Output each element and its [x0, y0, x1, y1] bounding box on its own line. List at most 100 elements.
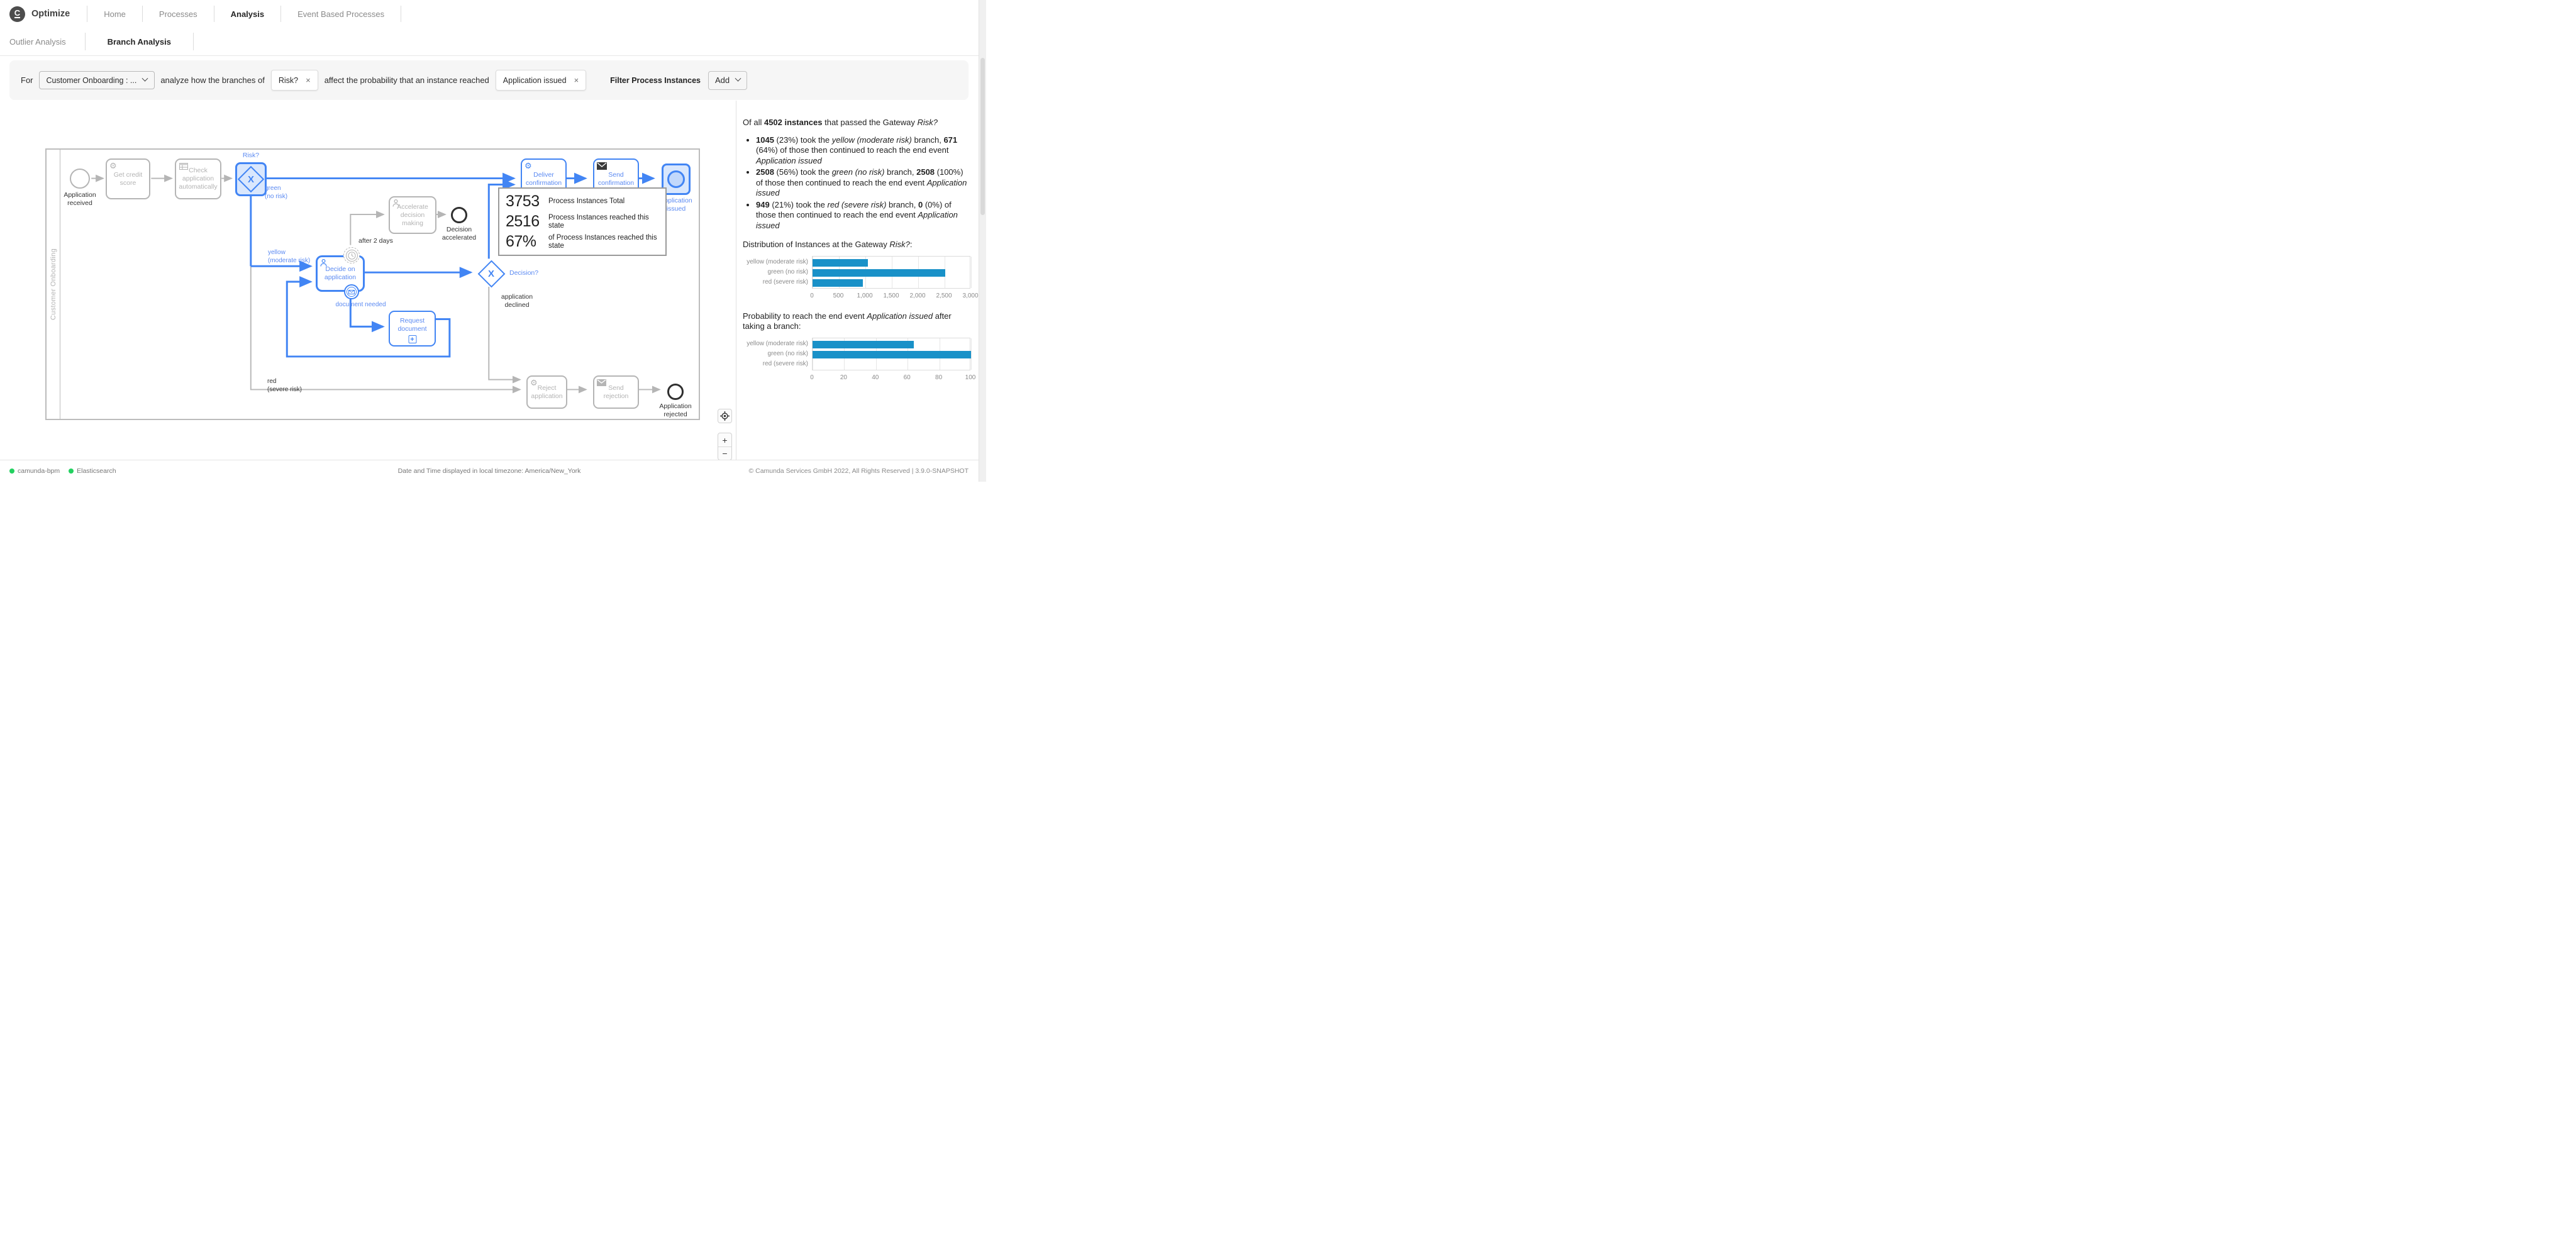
task-reject-application[interactable]: ⚙ Reject application — [526, 375, 567, 409]
crosshair-icon — [720, 411, 730, 421]
chart-category-label: yellow (moderate risk) — [747, 258, 808, 265]
exclusive-gateway-marker: X — [247, 174, 254, 185]
branch-stat-red: 949 (21%) took the red (severe risk) bra… — [756, 200, 970, 231]
nav-tab-analysis[interactable]: Analysis — [230, 9, 265, 19]
nav-tab-home[interactable]: Home — [104, 9, 126, 19]
branch-statistics-list: 1045 (23%) took the yellow (moderate ris… — [743, 135, 970, 231]
flow-label-declined: application declined — [501, 293, 533, 309]
close-icon[interactable]: × — [306, 75, 311, 85]
flow-label-document-needed: document needed — [335, 301, 386, 308]
nav-tab-event-based-processes[interactable]: Event Based Processes — [297, 9, 385, 19]
chevron-down-icon — [735, 75, 741, 82]
chart-gridline — [971, 256, 972, 288]
gateway-label: Decision? — [509, 269, 539, 277]
end-event-chip-label: Application issued — [502, 75, 567, 85]
page-scrollbar[interactable] — [979, 0, 986, 482]
add-filter-label: Add — [714, 75, 730, 85]
zoom-out-button[interactable]: − — [718, 446, 731, 460]
gateway-label: Risk? — [242, 152, 260, 159]
envelope-icon — [347, 287, 357, 297]
flow-label-yellow: yellow (moderate risk) — [268, 249, 311, 264]
flow-label-green: green (no risk) — [265, 185, 288, 200]
boundary-timer-event[interactable] — [343, 247, 360, 263]
analysis-setup-bar: For Customer Onboarding : ... analyze ho… — [9, 60, 969, 100]
instances-total-label: Process Instances Total — [548, 197, 625, 205]
status-dot-icon — [69, 469, 74, 474]
end-event-application-rejected[interactable] — [667, 384, 684, 400]
chart-category-label: red (severe risk) — [762, 278, 808, 286]
main-content: Customer Onboarding — [0, 101, 979, 460]
branch-stat-yellow: 1045 (23%) took the yellow (moderate ris… — [756, 135, 970, 167]
zoom-in-button[interactable]: + — [722, 435, 728, 445]
tab-branch-analysis[interactable]: Branch Analysis — [107, 36, 171, 47]
pool-lane: Customer Onboarding — [47, 150, 60, 419]
chart-axis-tick: 0 — [810, 292, 814, 299]
chart-axis-tick: 2,000 — [909, 292, 926, 299]
connection-status-elasticsearch: Elasticsearch — [69, 467, 116, 475]
chart-axis-tick: 500 — [833, 292, 844, 299]
envelope-icon — [597, 162, 607, 171]
task-accelerate-decision-making[interactable]: Accelerate decision making — [389, 196, 436, 234]
camunda-logo-icon[interactable]: C — [9, 6, 25, 22]
chart-bar — [813, 350, 971, 358]
brand-title[interactable]: Optimize — [31, 9, 70, 19]
filter-instances-label: Filter Process Instances — [610, 75, 701, 85]
probability-chart: yellow (moderate risk)green (no risk)red… — [743, 337, 975, 381]
start-event-application-received[interactable] — [70, 169, 90, 189]
task-send-rejection[interactable]: Send rejection — [593, 375, 639, 409]
probability-chart-heading: Probability to reach the end event Appli… — [743, 311, 952, 331]
chart-gridline — [971, 338, 972, 370]
task-get-credit-score[interactable]: ⚙ Get credit score — [106, 158, 150, 199]
nav-tab-processes[interactable]: Processes — [158, 9, 197, 19]
gear-icon: ⚙ — [530, 378, 538, 387]
top-nav: C Optimize Home Processes Analysis Event… — [0, 0, 979, 28]
chart-category-label: green (no risk) — [767, 350, 808, 357]
branches-text: analyze how the branches of — [160, 75, 265, 85]
status-dot-icon — [9, 469, 14, 474]
instances-percentage-value: 67% — [506, 233, 536, 250]
close-icon[interactable]: × — [574, 75, 579, 85]
task-label: Reject application — [531, 384, 563, 400]
bpmn-diagram: Customer Onboarding — [45, 148, 700, 420]
node-statistics-tooltip: 3753 Process Instances Total 2516 Proces… — [498, 187, 667, 256]
task-label: Deliver confirmation — [525, 170, 562, 187]
gateway-risk[interactable]: X — [235, 162, 267, 196]
flow-label-timer: after 2 days — [358, 237, 393, 245]
chart-category-label: green (no risk) — [767, 268, 808, 275]
connection-status-camunda: camunda-bpm — [9, 467, 60, 475]
task-label: Accelerate decision making — [397, 202, 428, 227]
task-label: Send confirmation — [597, 170, 635, 187]
task-label: Check application automatically — [179, 167, 218, 191]
chart-axis-tick: 1,500 — [883, 292, 899, 299]
chart-axis-tick: 60 — [903, 374, 911, 381]
tab-outlier-analysis[interactable]: Outlier Analysis — [9, 36, 66, 47]
process-definition-select[interactable]: Customer Onboarding : ... — [38, 71, 155, 89]
event-label: Application rejected — [659, 402, 692, 418]
task-decide-on-application[interactable]: Decide on application — [316, 255, 365, 292]
gateway-chip[interactable]: Risk? × — [270, 70, 318, 91]
chart-bar — [813, 269, 945, 277]
reset-viewport-button[interactable] — [718, 409, 732, 423]
end-event-decision-accelerated[interactable] — [451, 207, 467, 223]
instances-total-value: 3753 — [506, 192, 540, 210]
scrollbar-thumb[interactable] — [980, 58, 985, 215]
subprocess-request-document[interactable]: Request document + — [389, 311, 436, 347]
end-event-chip[interactable]: Application issued × — [495, 70, 587, 91]
task-check-application-automatically[interactable]: Check application automatically — [175, 158, 221, 199]
branch-stat-green: 2508 (56%) took the green (no risk) bran… — [756, 167, 970, 199]
chart-axis-tick: 2,500 — [936, 292, 952, 299]
add-filter-button[interactable]: Add — [708, 70, 748, 90]
nav-divider — [142, 6, 143, 22]
gateway-decision[interactable]: X — [477, 260, 505, 287]
subprocess-expand-marker: + — [408, 335, 416, 343]
zoom-controls: + − — [718, 433, 732, 460]
task-label: Get credit score — [113, 170, 143, 187]
instances-reached-value: 2516 — [506, 213, 540, 230]
gear-icon: ⚙ — [109, 161, 117, 170]
flow-label-red: red (severe risk) — [267, 378, 303, 393]
chart-axis-tick: 0 — [810, 374, 814, 381]
end-event-ring — [667, 170, 685, 188]
boundary-message-event[interactable] — [344, 284, 359, 299]
status-label: camunda-bpm — [18, 467, 60, 475]
copyright: © Camunda Services GmbH 2022, All Rights… — [748, 467, 969, 475]
